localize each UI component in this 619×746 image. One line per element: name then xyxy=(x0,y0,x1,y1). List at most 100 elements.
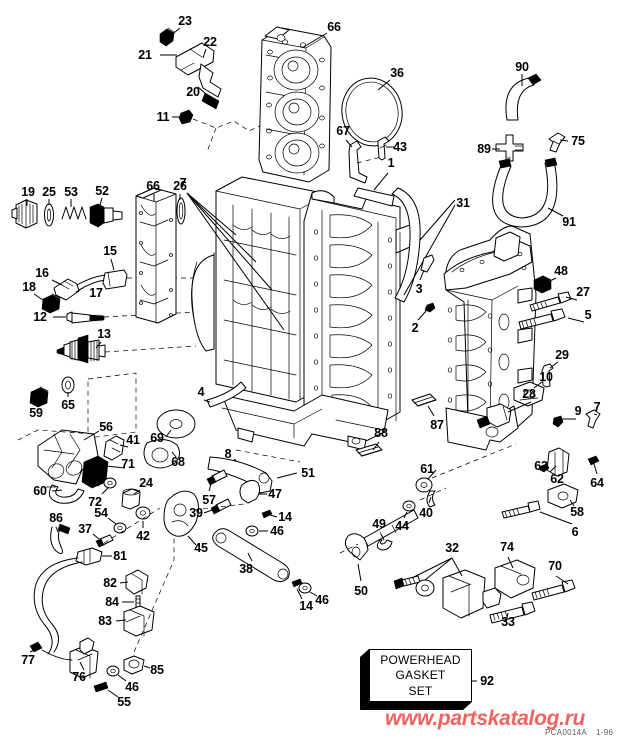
callout-number-68: 68 xyxy=(171,454,185,469)
group-hoses xyxy=(492,73,569,228)
callout-number-63: 63 xyxy=(534,458,548,473)
group-cylinder-head-cover xyxy=(176,26,332,225)
group-small-parts-column xyxy=(11,197,123,229)
powerhead-gasket-set-box: POWERHEAD GASKET SET xyxy=(360,649,474,711)
callout-number-51: 51 xyxy=(301,465,315,480)
callout-number-37: 37 xyxy=(78,521,92,536)
callout-number-61: 61 xyxy=(420,461,434,476)
callout-number-40: 40 xyxy=(419,505,433,520)
callout-number-19: 19 xyxy=(21,184,35,199)
callout-number-36: 36 xyxy=(390,65,404,80)
callout-number-65: 65 xyxy=(61,397,75,412)
site-watermark: www.partskatalog.ru xyxy=(385,707,586,730)
callout-number-83: 83 xyxy=(98,613,112,628)
callout-number-32: 32 xyxy=(445,540,459,555)
group-bottom-left xyxy=(17,429,175,698)
callout-number-90: 90 xyxy=(515,59,529,74)
callout-number-16: 16 xyxy=(35,265,49,280)
group-bottom-right xyxy=(393,556,576,682)
callout-number-50: 50 xyxy=(354,583,368,598)
callout-number-33: 33 xyxy=(501,614,515,629)
callout-number-74: 74 xyxy=(500,539,514,554)
callout-number-18: 18 xyxy=(22,279,36,294)
callout-number-67: 67 xyxy=(336,123,350,138)
callout-number-53: 53 xyxy=(64,184,78,199)
callout-number-66: 66 xyxy=(327,19,341,34)
gasket-box-3d-shape xyxy=(360,649,472,710)
callout-number-92: 92 xyxy=(480,673,494,688)
callout-number-62: 62 xyxy=(550,471,564,486)
callout-number-15: 15 xyxy=(103,243,117,258)
callout-number-56: 56 xyxy=(99,419,113,434)
callout-number-86: 86 xyxy=(49,510,63,525)
callout-number-44: 44 xyxy=(395,518,409,533)
callout-number-82: 82 xyxy=(103,575,117,590)
callout-number-23: 23 xyxy=(178,13,192,28)
part-crankcase-block xyxy=(143,172,456,469)
callout-number-20: 20 xyxy=(186,84,200,99)
callout-number-13: 13 xyxy=(97,326,111,341)
callout-number-7: 7 xyxy=(593,399,601,414)
callout-number-5: 5 xyxy=(584,307,592,322)
callout-number-41: 41 xyxy=(126,432,140,447)
callout-number-46: 46 xyxy=(125,679,139,694)
callout-number-64: 64 xyxy=(590,475,604,490)
callout-number-8: 8 xyxy=(224,446,232,461)
callout-number-46: 46 xyxy=(270,523,284,538)
callout-number-14: 14 xyxy=(299,598,313,613)
gasket-box-line-1: POWERHEAD xyxy=(380,653,461,668)
callout-number-11: 11 xyxy=(156,109,170,124)
part-cylinder-block-right xyxy=(443,225,537,451)
callout-number-38: 38 xyxy=(239,561,253,576)
callout-number-59: 59 xyxy=(29,405,43,420)
callout-number-87: 87 xyxy=(430,417,444,432)
callout-number-89: 89 xyxy=(477,141,491,156)
callout-number-10: 10 xyxy=(539,369,553,384)
callout-number-48: 48 xyxy=(554,263,568,278)
callout-number-24: 24 xyxy=(139,475,153,490)
callout-number-28: 28 xyxy=(522,386,536,401)
callout-number-29: 29 xyxy=(555,347,569,362)
gasket-box-line-3: SET xyxy=(408,683,433,698)
group-top-left-sensors xyxy=(159,27,273,153)
callout-number-45: 45 xyxy=(194,540,208,555)
callout-number-84: 84 xyxy=(105,594,119,609)
callout-number-17: 17 xyxy=(89,285,103,300)
group-linkage xyxy=(163,456,447,600)
callout-number-9: 9 xyxy=(574,403,582,418)
group-right-fasteners xyxy=(415,275,601,525)
callout-number-43: 43 xyxy=(393,139,407,154)
callout-number-71: 71 xyxy=(121,456,135,471)
callout-number-76: 76 xyxy=(72,669,86,684)
callout-number-25: 25 xyxy=(42,184,56,199)
callout-number-4: 4 xyxy=(197,384,205,399)
callout-number-21: 21 xyxy=(138,47,152,62)
group-ignition-leads xyxy=(33,258,197,364)
callout-number-54: 54 xyxy=(94,505,108,520)
callout-number-75: 75 xyxy=(571,133,585,148)
callout-number-1: 1 xyxy=(387,155,395,170)
callout-number-3: 3 xyxy=(415,281,423,296)
callout-number-22: 22 xyxy=(203,34,217,49)
callout-number-42: 42 xyxy=(136,528,150,543)
callout-number-52: 52 xyxy=(95,183,109,198)
callout-number-31: 31 xyxy=(456,195,470,210)
callout-number-47: 47 xyxy=(268,486,282,501)
callout-number-6: 6 xyxy=(571,524,579,539)
callout-number-27: 27 xyxy=(576,284,590,299)
callout-number-60: 60 xyxy=(33,483,47,498)
callout-number-2: 2 xyxy=(411,320,419,335)
callout-number-7: 7 xyxy=(179,175,187,190)
callout-number-66: 66 xyxy=(146,178,160,193)
callout-number-72: 72 xyxy=(88,494,102,509)
callout-number-77: 77 xyxy=(21,652,35,667)
callout-number-26: 26 xyxy=(173,178,187,193)
group-59-65 xyxy=(29,372,137,439)
callout-number-81: 81 xyxy=(113,548,127,563)
callout-number-39: 39 xyxy=(189,505,203,520)
gasket-box-face: POWERHEAD GASKET SET xyxy=(369,649,472,702)
callout-number-46: 46 xyxy=(315,592,329,607)
callout-number-14: 14 xyxy=(278,509,292,524)
